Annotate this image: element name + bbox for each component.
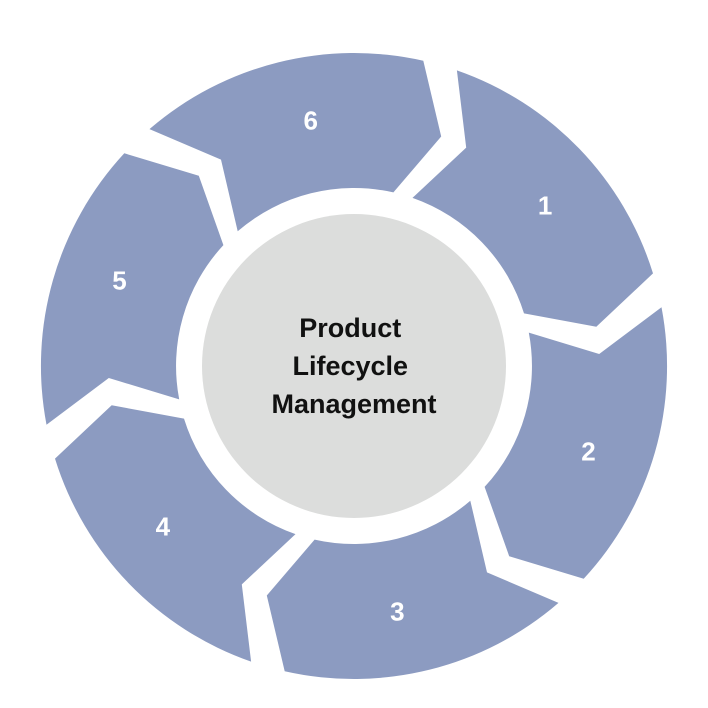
ring-segment-4 bbox=[55, 405, 296, 662]
ring-segment-2 bbox=[484, 307, 668, 579]
segment-label-6: 6 bbox=[303, 105, 317, 135]
ring-segments bbox=[40, 53, 668, 679]
center-title-line-1: Product bbox=[299, 313, 401, 343]
center-title: Product Lifecycle Management bbox=[271, 313, 436, 419]
ring-segment-5 bbox=[40, 153, 224, 425]
center-title-line-3: Management bbox=[271, 389, 436, 419]
segment-label-1: 1 bbox=[538, 191, 552, 221]
ring-segment-1 bbox=[412, 70, 653, 327]
ring-segment-6 bbox=[149, 53, 442, 232]
segment-label-2: 2 bbox=[581, 436, 595, 466]
segment-label-5: 5 bbox=[112, 266, 126, 296]
center-title-line-2: Lifecycle bbox=[292, 351, 408, 381]
segment-labels: 1 2 3 4 5 6 bbox=[112, 105, 595, 626]
ring-segment-3 bbox=[266, 500, 559, 679]
segment-label-4: 4 bbox=[156, 511, 171, 541]
segment-label-3: 3 bbox=[390, 597, 404, 627]
center-hub bbox=[202, 214, 506, 518]
